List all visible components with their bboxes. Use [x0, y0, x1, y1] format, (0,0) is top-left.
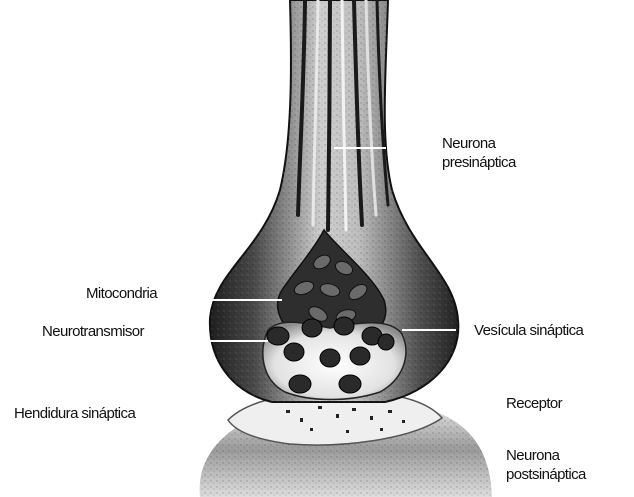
label-hendidura-sinaptica: Hendidura sináptica [14, 404, 135, 423]
label-neurotransmisor: Neurotransmisor [42, 322, 144, 341]
label-vesicula-sinaptica: Vesícula sináptica [474, 321, 583, 340]
label-receptor: Receptor [506, 394, 562, 413]
label-neurona-presinaptica: Neurona presináptica [442, 134, 516, 172]
label-mitocondria: Mitocondria [86, 284, 157, 303]
label-neurona-postsinaptica: Neurona postsináptica [506, 446, 586, 484]
